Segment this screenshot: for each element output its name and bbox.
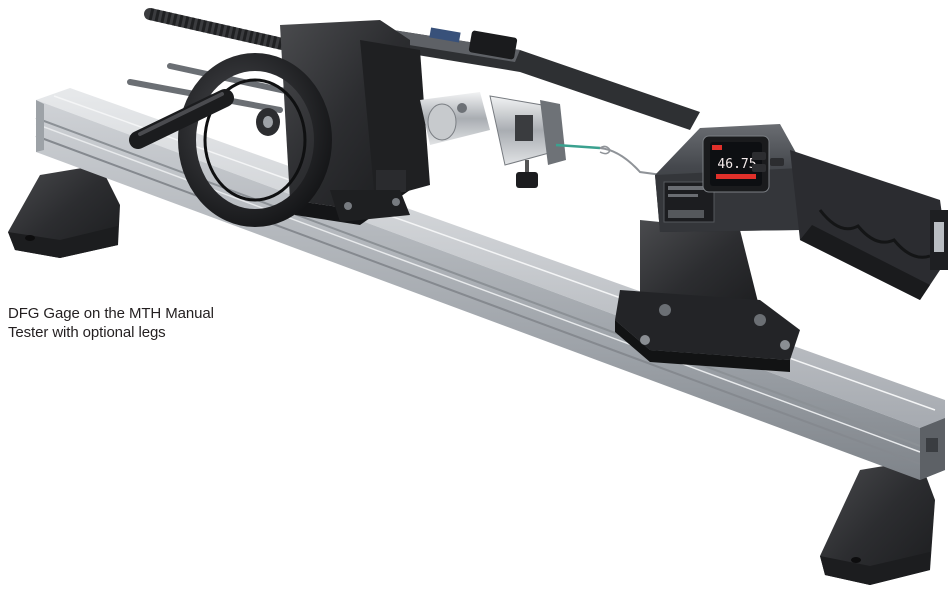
lead-screw — [144, 8, 306, 54]
gauge-button-down — [752, 164, 766, 172]
gauge-button-enter — [770, 158, 784, 166]
coupling — [420, 92, 490, 145]
display-status-bar — [712, 145, 722, 150]
left-leg — [8, 165, 120, 258]
grip-fixture — [489, 95, 566, 188]
crosshead-base — [330, 190, 410, 222]
caption-line-1: DFG Gage on the MTH Manual — [8, 305, 214, 322]
caption-line-2: Tester with optional legs — [8, 324, 166, 341]
crank-handle — [129, 89, 234, 149]
right-leg — [820, 460, 935, 585]
test-specimen — [555, 143, 663, 176]
travel-scale — [375, 27, 700, 130]
gauge-mount — [615, 220, 800, 372]
display-reading: 46.75 — [717, 157, 756, 172]
gauge-button-up — [752, 152, 766, 160]
photo-caption: DFG Gage on the MTH Manual Tester with o… — [8, 304, 278, 342]
handwheel — [178, 53, 332, 227]
aluminum-rail — [35, 88, 945, 480]
force-gauge: 46.75 — [655, 124, 948, 300]
display-red-band — [716, 174, 756, 179]
